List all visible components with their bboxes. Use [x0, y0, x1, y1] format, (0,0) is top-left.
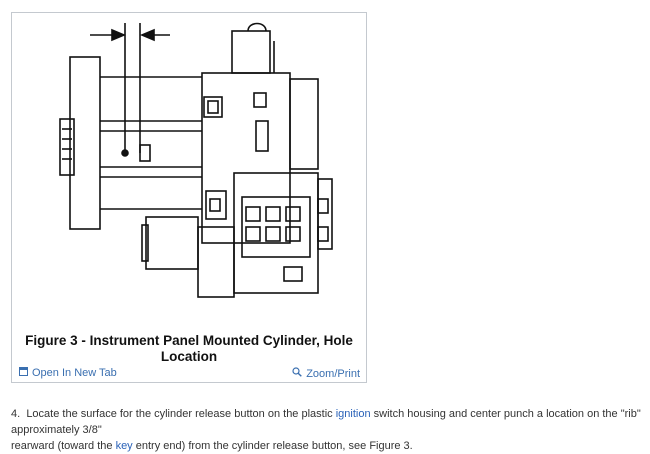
zoom-print-link[interactable]: Zoom/Print	[292, 367, 360, 380]
punch-location-dot	[121, 149, 129, 157]
ignition-link[interactable]: ignition	[335, 408, 371, 420]
housing-side	[289, 78, 319, 170]
caption-line-1: Figure 3 - Instrument Panel Mounted Cyli…	[25, 333, 353, 348]
magnifier-icon	[292, 367, 302, 380]
zoom-print-label: Zoom/Print	[306, 367, 360, 380]
arrowhead-left	[139, 28, 155, 42]
step-text-3: rearward (toward the	[11, 440, 113, 452]
ignition-cylinder-diagram	[59, 22, 333, 298]
release-button	[139, 144, 151, 162]
figure-container: Figure 3 - Instrument Panel Mounted Cyli…	[11, 12, 367, 383]
flange-hub	[59, 118, 75, 176]
instruction-step: 4. Locate the surface for the cylinder r…	[11, 406, 646, 454]
top-connector	[231, 30, 271, 74]
open-in-new-tab-label: Open In New Tab	[32, 367, 117, 379]
bottom-plug	[145, 216, 199, 270]
open-in-new-tab-link[interactable]: Open In New Tab	[19, 367, 117, 379]
figure-toolbar: Open In New Tab Zoom/Print	[12, 366, 366, 382]
figure-caption: Figure 3 - Instrument Panel Mounted Cyli…	[12, 333, 366, 365]
step-text-2: switch housing and center punch a locati…	[11, 408, 641, 436]
flange-plate	[69, 56, 101, 230]
step-number: 4.	[11, 408, 21, 420]
window-icon	[19, 367, 28, 379]
arrowhead-right	[111, 28, 127, 42]
key-link[interactable]: key	[115, 440, 133, 452]
caption-line-2: Location	[160, 349, 218, 364]
step-text-1: Locate the surface for the cylinder rele…	[26, 408, 333, 420]
step-text-4: entry end) from the cylinder release but…	[135, 440, 413, 452]
